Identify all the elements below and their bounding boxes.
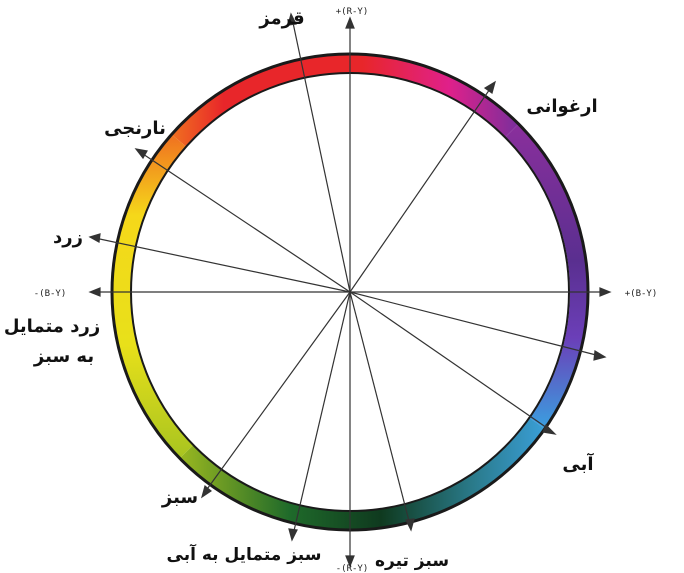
arrow-purple xyxy=(485,82,495,93)
color-labels: قرمز ارغوانی نارنجی زرد زرد متمایل به سب… xyxy=(4,8,598,571)
spoke-orange xyxy=(140,152,350,292)
label-cyan-green: سبز متمایل به آبی xyxy=(167,543,322,565)
ring-segment-top xyxy=(172,54,519,147)
label-yellow-green-line2: به سبز xyxy=(33,346,94,367)
arrow-left-axis xyxy=(90,288,100,296)
label-purple: ارغوانی xyxy=(526,96,597,117)
axis-label-bottom: -(R-Y) xyxy=(336,564,369,573)
label-green: سبز xyxy=(161,487,198,508)
label-orange: نارنجی xyxy=(104,118,166,139)
ring-segment-bottom xyxy=(180,418,545,530)
spoke-blue-violet xyxy=(350,292,600,356)
axis-label-top: +(R-Y) xyxy=(336,7,369,17)
arrow-yellow xyxy=(90,234,100,242)
spoke-cyan-green xyxy=(293,292,350,535)
spoke-purple xyxy=(350,86,492,292)
arrow-cyan-green xyxy=(289,529,297,540)
arrow-right-axis xyxy=(600,288,610,296)
arrow-blue xyxy=(543,425,555,434)
arrow-blue-violet xyxy=(594,351,605,360)
label-yellow-green-line1: زرد متمایل xyxy=(4,316,100,337)
label-dark-green: سبز تیره xyxy=(375,551,449,571)
label-yellow: زرد xyxy=(53,227,83,248)
spoke-green xyxy=(205,292,350,492)
axis-label-left: -(B-Y) xyxy=(34,289,67,299)
axis-label-right: +(B-Y) xyxy=(625,289,658,299)
arrow-green xyxy=(202,486,211,497)
label-blue: آبی xyxy=(562,452,594,475)
label-red: قرمز xyxy=(258,8,304,29)
arrow-up-axis xyxy=(346,18,354,28)
ring-segment-right xyxy=(506,124,589,429)
ring-segment-left xyxy=(112,135,193,458)
arrow-orange xyxy=(136,149,147,158)
